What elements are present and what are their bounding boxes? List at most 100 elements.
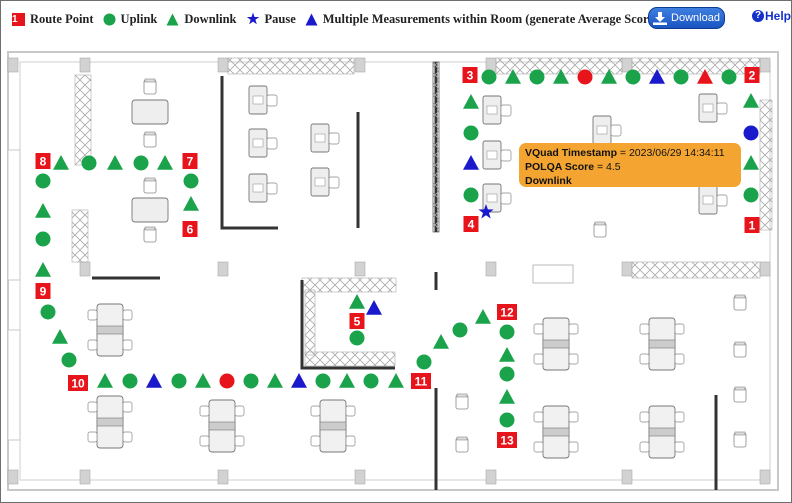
uplink-marker[interactable] <box>499 366 515 382</box>
download-icon <box>653 11 668 25</box>
uplink-marker[interactable] <box>133 155 149 171</box>
uplink-marker[interactable] <box>625 69 641 85</box>
route-point-13[interactable]: 13 <box>497 432 517 448</box>
legend-label: Uplink <box>120 11 158 26</box>
tooltip-value: = 2023/06/29 14:34:11 <box>617 147 725 159</box>
downlink-marker[interactable] <box>339 373 355 388</box>
legend: 1 Route Point Uplink Downlink Pause Mult… <box>12 10 667 28</box>
downlink-marker[interactable] <box>553 69 569 84</box>
uplink-marker[interactable] <box>61 352 77 368</box>
downlink-marker[interactable] <box>267 373 283 388</box>
downlink-marker[interactable] <box>195 373 211 388</box>
route-point-label: 1 <box>749 219 756 233</box>
uplink-marker[interactable] <box>35 173 51 189</box>
route-point-label: 2 <box>749 69 756 83</box>
multi-measurement-marker[interactable] <box>146 373 162 388</box>
downlink-marker[interactable] <box>53 155 69 170</box>
downlink-marker[interactable] <box>107 155 123 170</box>
uplink-marker[interactable] <box>463 125 479 141</box>
multi-measurement-marker[interactable] <box>463 155 479 170</box>
uplink-marker[interactable] <box>529 69 545 85</box>
uplink-marker-red[interactable] <box>219 373 235 389</box>
route-point-4[interactable]: 4 <box>463 216 479 232</box>
route-point-12[interactable]: 12 <box>497 304 517 320</box>
measurement-tooltip: VQuad Timestamp = 2023/06/29 14:34:11 PO… <box>519 143 741 187</box>
multi-measurement-marker[interactable] <box>649 69 665 84</box>
route-point-label: 3 <box>467 69 474 83</box>
uplink-marker[interactable] <box>499 412 515 428</box>
downlink-marker[interactable] <box>475 309 491 324</box>
downlink-marker[interactable] <box>463 94 479 109</box>
legend-label: Pause <box>264 11 296 26</box>
route-point-11[interactable]: 11 <box>411 373 431 389</box>
uplink-marker[interactable] <box>349 330 365 346</box>
route-point-9[interactable]: 9 <box>35 283 51 299</box>
furniture <box>87 78 747 459</box>
tooltip-value: = 4.5 <box>594 161 621 173</box>
downlink-marker[interactable] <box>97 373 113 388</box>
downlink-marker[interactable] <box>157 155 173 170</box>
downlink-marker[interactable] <box>433 334 449 349</box>
uplink-marker[interactable] <box>35 231 51 247</box>
uplink-marker[interactable] <box>183 173 199 189</box>
uplink-marker-red[interactable] <box>577 69 593 85</box>
uplink-marker[interactable] <box>481 69 497 85</box>
downlink-marker[interactable] <box>743 93 759 108</box>
route-point-label: 10 <box>71 377 85 391</box>
route-point-7[interactable]: 7 <box>182 153 198 169</box>
route-point-8[interactable]: 8 <box>35 153 51 169</box>
uplink-marker[interactable] <box>452 322 468 338</box>
downlink-marker[interactable] <box>35 203 51 218</box>
route-point-label: 12 <box>500 306 514 320</box>
downlink-marker[interactable] <box>743 155 759 170</box>
downlink-marker[interactable] <box>505 69 521 84</box>
route-point-6[interactable]: 6 <box>182 221 198 237</box>
blue-star-icon <box>246 12 260 26</box>
blue-triangle-icon <box>305 13 318 26</box>
uplink-marker[interactable] <box>81 155 97 171</box>
uplink-marker[interactable] <box>673 69 689 85</box>
download-label: Download <box>671 12 720 24</box>
help-label: Help <box>765 9 792 23</box>
multi-measurement-circle-marker[interactable] <box>743 125 759 141</box>
uplink-marker[interactable] <box>315 373 331 389</box>
route-point-label: 9 <box>40 285 47 299</box>
pause-marker[interactable] <box>478 204 494 219</box>
downlink-marker[interactable] <box>499 347 515 362</box>
downlink-marker[interactable] <box>499 389 515 404</box>
route-point-5[interactable]: 5 <box>349 313 365 329</box>
uplink-marker[interactable] <box>721 69 737 85</box>
route-point-1[interactable]: 1 <box>744 217 760 233</box>
legend-multiple: Multiple Measurements within Room (gener… <box>305 12 658 27</box>
legend-label: Downlink <box>184 11 237 26</box>
route-point-label: 13 <box>500 434 514 448</box>
route-point-label: 5 <box>354 315 361 329</box>
route-point-2[interactable]: 2 <box>744 67 760 83</box>
downlink-marker[interactable] <box>52 329 68 344</box>
uplink-marker[interactable] <box>122 373 138 389</box>
downlink-marker-red[interactable] <box>697 69 713 84</box>
uplink-marker[interactable] <box>40 304 56 320</box>
uplink-marker[interactable] <box>463 187 479 203</box>
uplink-marker[interactable] <box>243 373 259 389</box>
route-point-10[interactable]: 10 <box>68 375 88 391</box>
uplink-marker[interactable] <box>363 373 379 389</box>
help-link[interactable]: ? Help <box>752 9 791 23</box>
downlink-marker[interactable] <box>35 262 51 277</box>
downlink-marker[interactable] <box>349 294 365 309</box>
multi-measurement-marker[interactable] <box>366 300 382 315</box>
route-point-3[interactable]: 3 <box>462 67 478 83</box>
legend-label: Route Point <box>30 11 94 26</box>
downlink-marker[interactable] <box>388 373 404 388</box>
route-point-label: 8 <box>40 155 47 169</box>
download-button[interactable]: Download <box>648 7 725 29</box>
multi-measurement-marker[interactable] <box>291 373 307 388</box>
downlink-marker[interactable] <box>183 196 199 211</box>
uplink-marker[interactable] <box>743 187 759 203</box>
uplink-marker[interactable] <box>416 354 432 370</box>
downlink-marker[interactable] <box>601 69 617 84</box>
uplink-marker[interactable] <box>499 324 515 340</box>
uplink-marker[interactable] <box>171 373 187 389</box>
